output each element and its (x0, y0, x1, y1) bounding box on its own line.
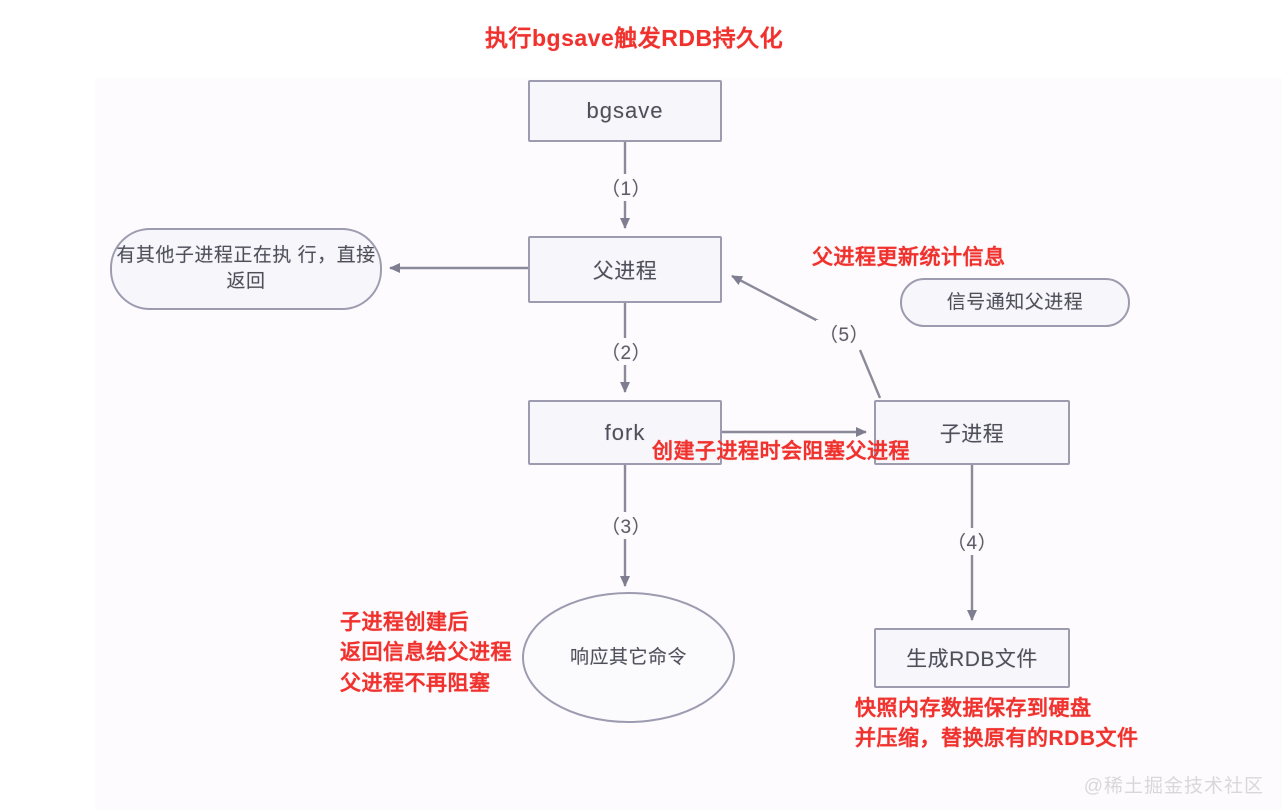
node-signal-notify-parent[interactable]: 信号通知父进程 (900, 278, 1130, 327)
node-generate-rdb-file-label: 生成RDB文件 (906, 648, 1038, 671)
node-fork[interactable]: fork (528, 400, 722, 465)
step-label-1: （1） (598, 174, 655, 201)
watermark: @稀土掘金技术社区 (1083, 776, 1264, 797)
annotation-child-created-note: 子进程创建后 返回信息给父进程 父进程不再阻塞 (340, 611, 512, 695)
step-label-5: （5） (816, 320, 873, 347)
annotation-parent-update-stats: 父进程更新统计信息 (812, 246, 1006, 269)
node-bgsave-label: bgsave (586, 98, 664, 123)
node-generate-rdb-file[interactable]: 生成RDB文件 (874, 628, 1070, 688)
step-label-2: （2） (598, 338, 655, 365)
step-label-3: （3） (598, 512, 655, 539)
node-parent-process[interactable]: 父进程 (528, 236, 722, 303)
edge-child-to-parent-lower (858, 349, 882, 399)
node-parent-process-label: 父进程 (592, 259, 658, 283)
node-other-child-running[interactable]: 有其他子进程正在执 行，直接返回 (110, 228, 382, 310)
annotation-fork-blocks-parent: 创建子进程时会阻塞父进程 (652, 440, 910, 463)
node-signal-notify-parent-label: 信号通知父进程 (946, 291, 1084, 313)
node-child-process-label: 子进程 (939, 422, 1005, 446)
node-other-child-running-label: 有其他子进程正在执 行，直接返回 (116, 245, 376, 292)
node-respond-other-commands[interactable]: 响应其它命令 (522, 592, 735, 723)
node-fork-label: fork (604, 419, 646, 445)
step-label-4: （4） (944, 528, 1001, 555)
node-child-process[interactable]: 子进程 (874, 400, 1070, 465)
node-bgsave[interactable]: bgsave (528, 80, 722, 142)
annotation-rdb-snapshot-note: 快照内存数据保存到硬盘 并压缩，替换原有的RDB文件 (855, 697, 1139, 751)
edge-child-to-parent-upper (731, 274, 821, 324)
annotation-title: 执行bgsave触发RDB持久化 (485, 25, 784, 51)
node-respond-other-commands-label: 响应其它命令 (569, 646, 687, 668)
